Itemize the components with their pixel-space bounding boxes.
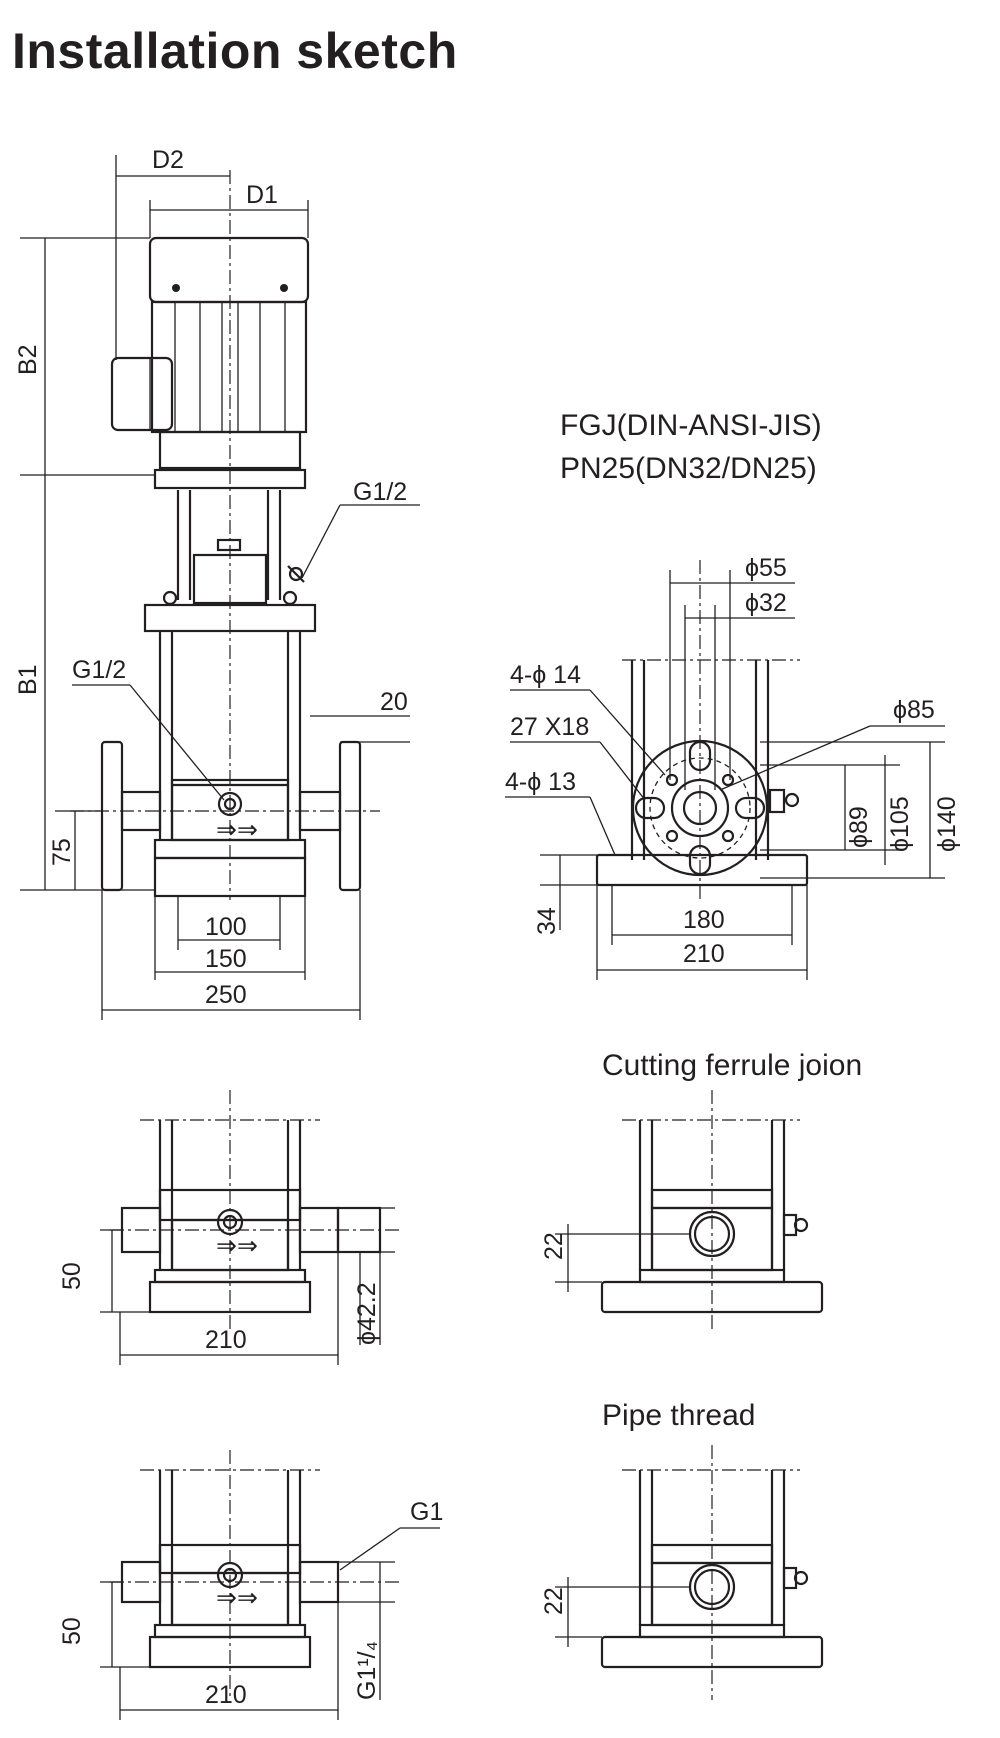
label-g-drain: G1/2 xyxy=(72,656,126,684)
dim-ferrule-22: 22 xyxy=(540,1232,568,1260)
flange-title-line2: PN25(DN32/DN25) xyxy=(560,452,817,485)
ferrule-title: Cutting ferrule joion xyxy=(602,1049,862,1082)
dim-ferrule-phi42: ϕ42.2 xyxy=(353,1282,381,1345)
dim-thread-50: 50 xyxy=(58,1617,86,1645)
dim-phi85: ϕ85 xyxy=(893,696,935,724)
thread-side-view: Pipe thread 22 xyxy=(540,1399,824,1700)
flange-title-line1: FGJ(DIN-ANSI-JIS) xyxy=(560,409,822,442)
dim-210: 210 xyxy=(683,940,725,968)
dim-d1: D1 xyxy=(246,181,278,209)
flange-view: FGJ(DIN-ANSI-JIS) PN25(DN32/DN25) xyxy=(505,409,961,980)
dim-ferrule-210: 210 xyxy=(205,1326,247,1354)
ferrule-side-view: Cutting ferrule joion 22 xyxy=(540,1049,862,1330)
dim-20: 20 xyxy=(380,688,408,716)
dim-phi140: ϕ140 xyxy=(933,796,961,852)
dim-75: 75 xyxy=(48,838,76,866)
page-title: Installation sketch xyxy=(12,23,458,79)
label-g-top: G1/2 xyxy=(353,478,407,506)
dim-150: 150 xyxy=(205,945,247,973)
dim-b2: B2 xyxy=(14,344,42,375)
thread-title: Pipe thread xyxy=(602,1399,755,1432)
dim-phi55: ϕ55 xyxy=(745,554,787,582)
dim-250: 250 xyxy=(205,981,247,1009)
dim-phi32: ϕ32 xyxy=(745,589,787,617)
thread-front-view: ⇒⇒ G1 50 210 G1¹/₄ xyxy=(58,1450,443,1720)
dim-holes13: 4-ϕ 13 xyxy=(505,768,576,796)
dim-phi105: ϕ105 xyxy=(886,796,914,852)
dim-thread-210: 210 xyxy=(205,1681,247,1709)
dim-180: 180 xyxy=(683,906,725,934)
dim-b1: B1 xyxy=(14,664,42,695)
dim-34: 34 xyxy=(533,907,561,935)
dim-slot: 27 X18 xyxy=(510,713,589,741)
dim-ferrule-50: 50 xyxy=(58,1262,86,1290)
dim-phi89: ϕ89 xyxy=(845,806,873,848)
dim-thread-g114: G1¹/₄ xyxy=(353,1641,381,1700)
ferrule-front-view: ⇒⇒ 50 210 ϕ42.2 xyxy=(58,1090,400,1365)
svg-text:⇒⇒: ⇒⇒ xyxy=(216,1584,258,1612)
dim-100: 100 xyxy=(205,913,247,941)
main-pump-view: ⇒⇒ D2 D1 B2 xyxy=(14,146,420,1020)
dim-holes14: 4-ϕ 14 xyxy=(510,661,581,689)
dim-thread-22: 22 xyxy=(540,1587,568,1615)
dim-d2: D2 xyxy=(152,146,184,174)
svg-text:⇒⇒: ⇒⇒ xyxy=(216,1232,258,1260)
label-thread-g1: G1 xyxy=(410,1498,443,1526)
